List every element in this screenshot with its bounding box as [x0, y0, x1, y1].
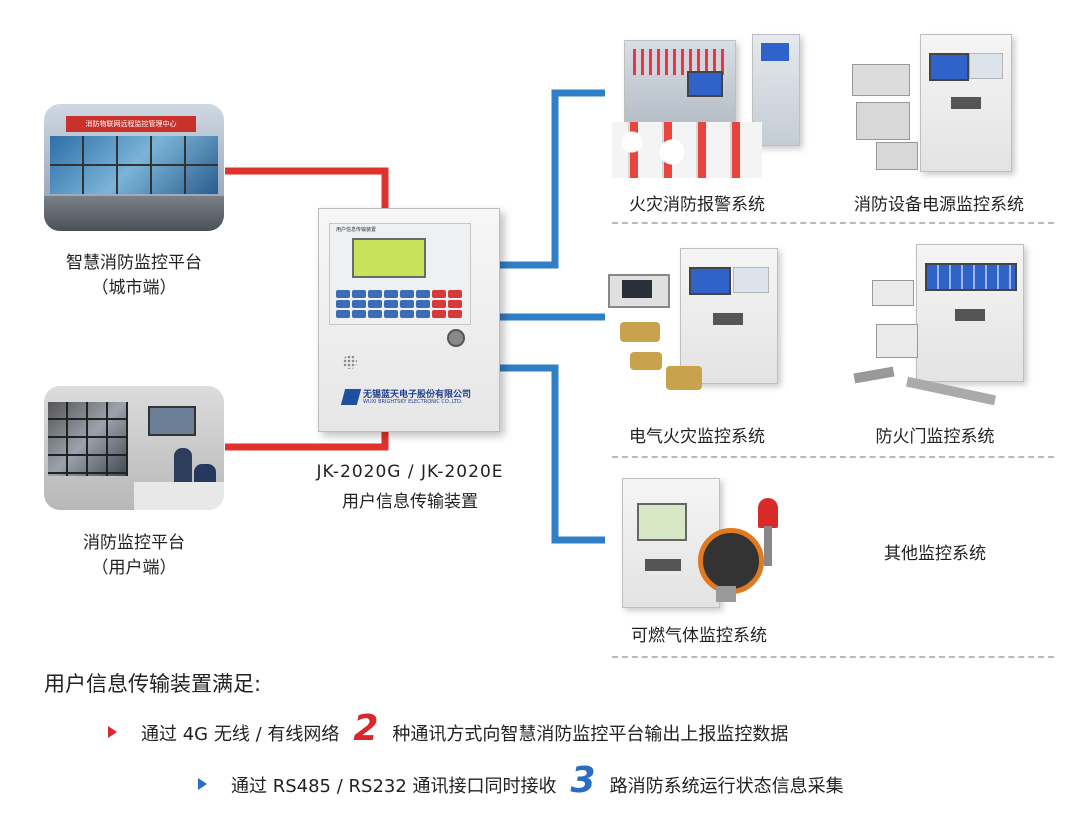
monitor-banner: 消防物联网远程监控管理中心: [66, 116, 196, 132]
fire-alarm-system-image: [612, 34, 802, 184]
device-brand: 无锡蓝天电子股份有限公司 WUXI BRIGHTSKY ELECTRONIC C…: [340, 387, 472, 411]
fire-door-system-image: [850, 244, 1030, 406]
bullet-1-text-pre: 通过 4G 无线 / 有线网络: [141, 724, 340, 745]
triangle-bullet-icon: [198, 778, 207, 790]
brand-name-en: WUXI BRIGHTSKY ELECTRONIC CO.,LTD.: [363, 399, 463, 405]
footer-bullet-1: 通过 4G 无线 / 有线网络 2 种通讯方式向智慧消防监控平台输出上报监控数据: [108, 708, 789, 749]
blue-line-top: [498, 89, 605, 269]
system-label-fire-alarm: 火灾消防报警系统: [629, 195, 765, 215]
bullet-2-number: 3: [570, 760, 596, 801]
speaker-icon: [343, 355, 357, 369]
footer-title: 用户信息传输装置满足:: [44, 672, 262, 696]
triangle-bullet-icon: [108, 726, 117, 738]
device-panel: 用户信息传输装置: [329, 223, 471, 325]
blue-line-bottom: [498, 364, 605, 544]
power-monitoring-system-image: [852, 34, 1012, 184]
system-label-power-monitoring: 消防设备电源监控系统: [854, 195, 1024, 215]
user-platform-photo: [44, 386, 224, 510]
brand-logo-icon: [340, 389, 362, 405]
device-model: JK-2020G / JK-2020E: [316, 462, 504, 482]
bullet-1-text-post: 种通讯方式向智慧消防监控平台输出上报监控数据: [392, 724, 789, 745]
system-label-combustible-gas: 可燃气体监控系统: [631, 626, 767, 646]
operator-person: [174, 448, 192, 488]
divider-line: [612, 222, 1054, 224]
electrical-fire-system-image: [604, 248, 784, 398]
footer-bullet-2: 通过 RS485 / RS232 通讯接口同时接收 3 路消防系统运行状态信息采…: [198, 760, 844, 801]
lock-icon: [447, 329, 465, 347]
video-wall: [50, 136, 218, 194]
red-line-city: [225, 167, 389, 210]
monitor-wall: [48, 402, 128, 476]
brand-name-cn: 无锡蓝天电子股份有限公司: [363, 390, 472, 400]
control-desk: [44, 196, 224, 231]
city-platform-subtitle: （城市端）: [91, 278, 177, 298]
combustible-gas-system-image: [614, 470, 794, 610]
user-platform-subtitle: （用户端）: [91, 558, 177, 578]
bullet-2-text-post: 路消防系统运行状态信息采集: [609, 776, 844, 797]
city-platform-title: 智慧消防监控平台: [66, 253, 202, 273]
transmission-device-image: 用户信息传输装置 无锡蓝天电子股份有限公司 WUXI BRIGHTSKY ELE…: [318, 208, 500, 432]
system-label-electrical-fire: 电气火灾监控系统: [629, 427, 765, 447]
bullet-1-number: 2: [353, 708, 379, 749]
city-platform-photo: 消防物联网远程监控管理中心: [44, 104, 224, 231]
device-lcd-screen: [352, 238, 426, 278]
divider-line: [612, 456, 1054, 458]
system-label-other: 其他监控系统: [884, 544, 986, 564]
desk: [134, 482, 224, 510]
user-platform-title: 消防监控平台: [83, 533, 185, 553]
device-panel-title: 用户信息传输装置: [336, 227, 377, 233]
device-keypad: [336, 290, 462, 318]
wall-screen: [148, 406, 196, 436]
system-label-fire-door: 防火门监控系统: [875, 427, 995, 447]
bullet-2-text-pre: 通过 RS485 / RS232 通讯接口同时接收: [231, 776, 557, 797]
device-name: 用户信息传输装置: [342, 492, 478, 512]
divider-line: [612, 656, 1054, 658]
monitor-banner-text: 消防物联网远程监控管理中心: [85, 120, 177, 128]
